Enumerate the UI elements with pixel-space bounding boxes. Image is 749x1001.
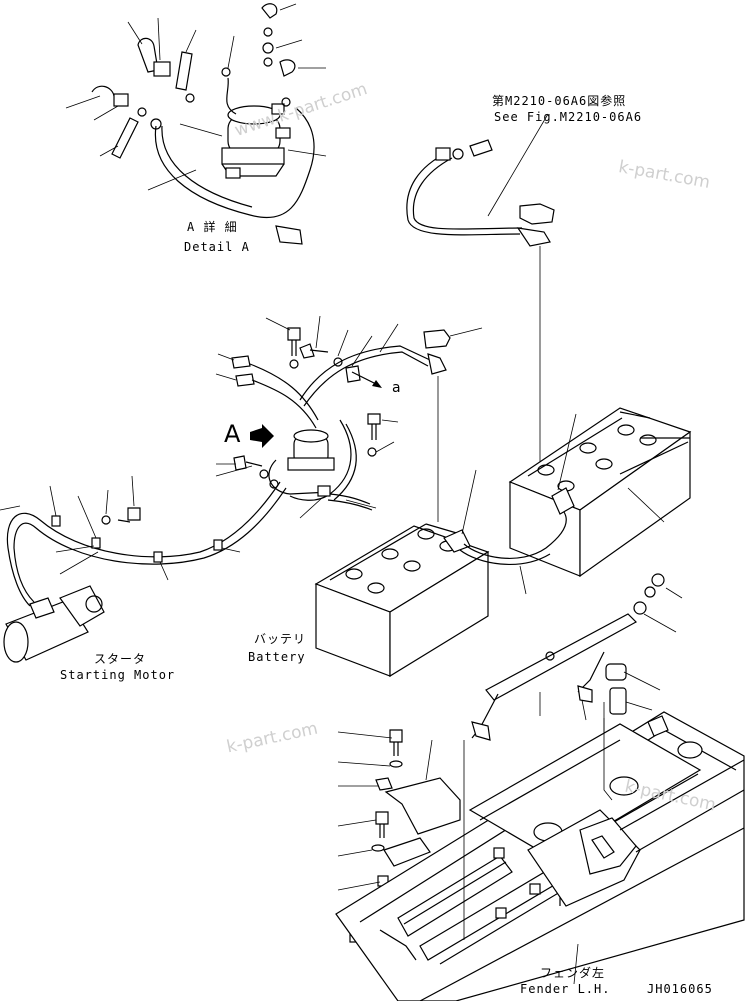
reference-label-en: See Fig.M2210-06A6 (494, 110, 643, 124)
battery-right (508, 407, 692, 578)
reference-label-jp: 第M2210-06A6図参照 (492, 94, 627, 108)
fender-lh (335, 711, 745, 1001)
battery-cable-reference (406, 113, 555, 480)
battery-label-en: Battery (248, 650, 306, 664)
detail-a-label-en: Detail A (184, 240, 250, 254)
fender-label-jp: フェンダ左 (540, 966, 606, 980)
view-a-arrow (250, 424, 274, 448)
starter-label-en: Starting Motor (60, 668, 176, 682)
battery-hold-down (337, 573, 683, 943)
detail-a-assembly (65, 3, 327, 245)
main-harness (0, 315, 665, 607)
drawing-number: JH016065 (647, 982, 713, 996)
battery-left (314, 376, 490, 678)
battery-label-jp: バッテリ (254, 632, 307, 646)
starting-motor (3, 585, 105, 663)
starter-label-jp: スタータ (94, 652, 147, 666)
fender-label-en: Fender L.H. (520, 982, 611, 996)
pointer-a-arrow-head (372, 380, 382, 388)
pointer-label-a: a (392, 380, 401, 396)
detail-a-label-jp: A 詳 細 (187, 220, 238, 234)
view-marker-a: A (224, 420, 241, 448)
